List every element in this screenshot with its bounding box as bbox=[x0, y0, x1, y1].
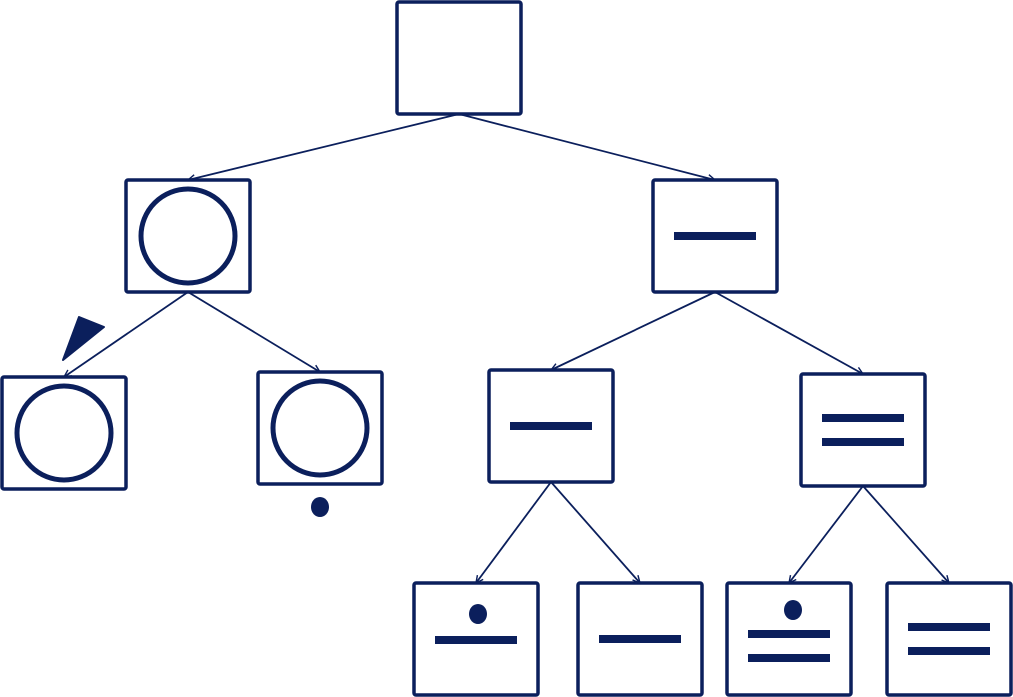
node-rr-left bbox=[725, 581, 853, 697]
node-box bbox=[725, 581, 853, 697]
edge-right-right-to-rr-left bbox=[789, 485, 864, 583]
node-box bbox=[124, 178, 252, 294]
node-box bbox=[885, 581, 1013, 697]
node-box bbox=[0, 375, 128, 491]
node-left-left bbox=[0, 375, 128, 491]
edge-left-to-left-left bbox=[64, 291, 189, 377]
node-right-left bbox=[487, 368, 615, 484]
node-left bbox=[124, 178, 252, 294]
node-rr-right bbox=[885, 581, 1013, 697]
edge-root-to-right bbox=[458, 113, 715, 180]
dot-symbol bbox=[784, 600, 802, 620]
dot-symbol bbox=[469, 604, 487, 624]
edge-right-to-right-right bbox=[714, 291, 863, 375]
edge-root-to-left bbox=[188, 113, 460, 180]
node-right-right bbox=[799, 372, 927, 488]
node-rl-right bbox=[576, 581, 704, 697]
node-box bbox=[799, 372, 927, 488]
circle-symbol bbox=[138, 186, 238, 286]
edge-left-to-left-right bbox=[187, 291, 320, 372]
edge-right-to-right-left bbox=[551, 291, 716, 370]
node-box bbox=[395, 0, 523, 116]
node-rl-left bbox=[412, 581, 540, 697]
node-root bbox=[395, 0, 523, 116]
circle-symbol bbox=[14, 383, 114, 483]
node-right bbox=[651, 178, 779, 294]
edge-right-left-to-rl-right bbox=[550, 481, 640, 583]
dot-marker bbox=[311, 497, 329, 517]
edges-layer bbox=[64, 113, 949, 583]
edge-right-right-to-rr-right bbox=[862, 485, 949, 583]
edge-right-left-to-rl-left bbox=[476, 481, 552, 583]
pointer-marker-icon bbox=[62, 316, 105, 361]
node-box bbox=[256, 370, 384, 486]
circle-symbol bbox=[270, 378, 370, 478]
node-left-right bbox=[256, 370, 384, 486]
